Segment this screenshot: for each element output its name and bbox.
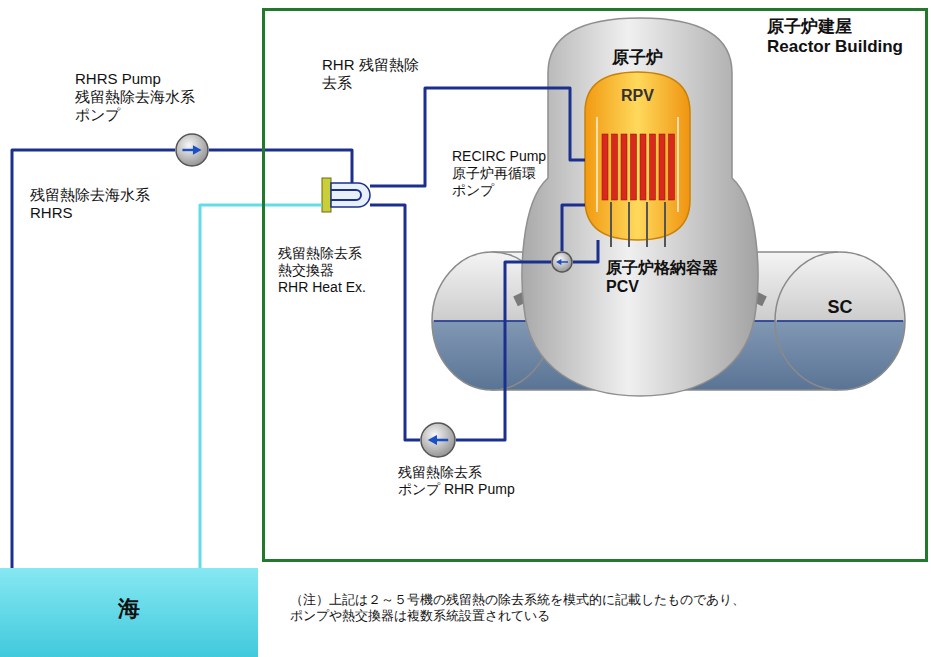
flow-arrow-head (556, 259, 561, 265)
pump-casing (552, 252, 572, 272)
water-level (777, 320, 903, 322)
rhr-pump: 残留熱除去系 ポンプ RHR Pump (420, 422, 456, 458)
rpv-label: RPV (585, 86, 690, 105)
rhr-pump-shape (420, 422, 456, 458)
heat-exchanger: 残留熱除去系 熱交換器 RHR Heat Ex. (322, 178, 370, 212)
torus-section (775, 252, 905, 390)
fuel-rod (659, 134, 665, 200)
hx-label: 残留熱除去系 熱交換器 RHR Heat Ex. (278, 245, 367, 295)
reactor-label: 原子炉 (612, 48, 672, 68)
containment-vessel-shape (520, 18, 760, 400)
fuel-rod (669, 134, 675, 200)
pump-label: 残留熱除去系 ポンプ RHR Pump (398, 464, 523, 498)
hx-flange (322, 178, 331, 212)
pcv-label: 原子炉格納容器 PCV (606, 258, 734, 296)
hx-tube (331, 190, 361, 200)
shroud-line (677, 117, 679, 212)
sea-band: 海 (0, 568, 258, 657)
flow-arrow (436, 439, 448, 442)
fuel-rod (631, 134, 637, 200)
pipe-line (12, 150, 175, 568)
shroud-line (596, 117, 598, 212)
sea-label: 海 (0, 596, 258, 622)
flow-arrow-head (428, 435, 437, 445)
suppression-chamber: SC (775, 252, 905, 390)
fuel-rod (621, 134, 627, 200)
heat-exchanger-shape (322, 178, 370, 212)
pump-casing (176, 134, 208, 166)
control-rod (628, 202, 630, 247)
control-rod (646, 202, 648, 247)
control-rod (664, 202, 666, 247)
control-rod (610, 202, 612, 247)
recirc-pump-shape (551, 251, 573, 273)
pump-label: RHRS Pump 残留熱除去海水系 ポンプ (75, 70, 225, 124)
pipe-label: 残留熱除去海水系 RHRS (30, 186, 160, 222)
pipe-label: RHR 残留熱除去系 (322, 56, 420, 92)
pressure-vessel: RPV (585, 72, 690, 240)
fuel-rod (640, 134, 646, 200)
fuel-rod (612, 134, 618, 200)
flow-arrow-head (193, 145, 202, 155)
flow-arrow (561, 261, 568, 263)
pump-casing (421, 423, 455, 457)
containment-outline (522, 18, 758, 396)
flow-arrow (182, 149, 194, 151)
fuel-rod (650, 134, 656, 200)
fuel-rod (602, 134, 608, 200)
sc-label: SC (810, 297, 870, 319)
seawater-pump-shape (175, 133, 209, 167)
suppression-chamber-shape (775, 252, 905, 390)
reactor-building: 原子炉建屋 Reactor Building 原子炉原子炉格納容器 PCV RPV R… (262, 8, 928, 562)
seawater-pump: RHRS Pump 残留熱除去海水系 ポンプ (175, 133, 209, 167)
note-text: （注）上記は２～５号機の残留熱の除去系統を模式的に記載したものであり、 ポンプや… (290, 592, 760, 623)
building-label: 原子炉建屋 Reactor Building (767, 17, 917, 58)
containment-vessel: 原子炉原子炉格納容器 PCV RPV RECIRC Pump 原子炉再循環 ポンプ (520, 18, 760, 400)
vessel-outline (585, 72, 690, 240)
pump-label: RECIRC Pump 原子炉再循環 ポンプ (452, 148, 552, 198)
hx-shell (331, 183, 370, 207)
pipe-line (370, 205, 420, 440)
recirc-pump: RECIRC Pump 原子炉再循環 ポンプ (551, 251, 573, 273)
